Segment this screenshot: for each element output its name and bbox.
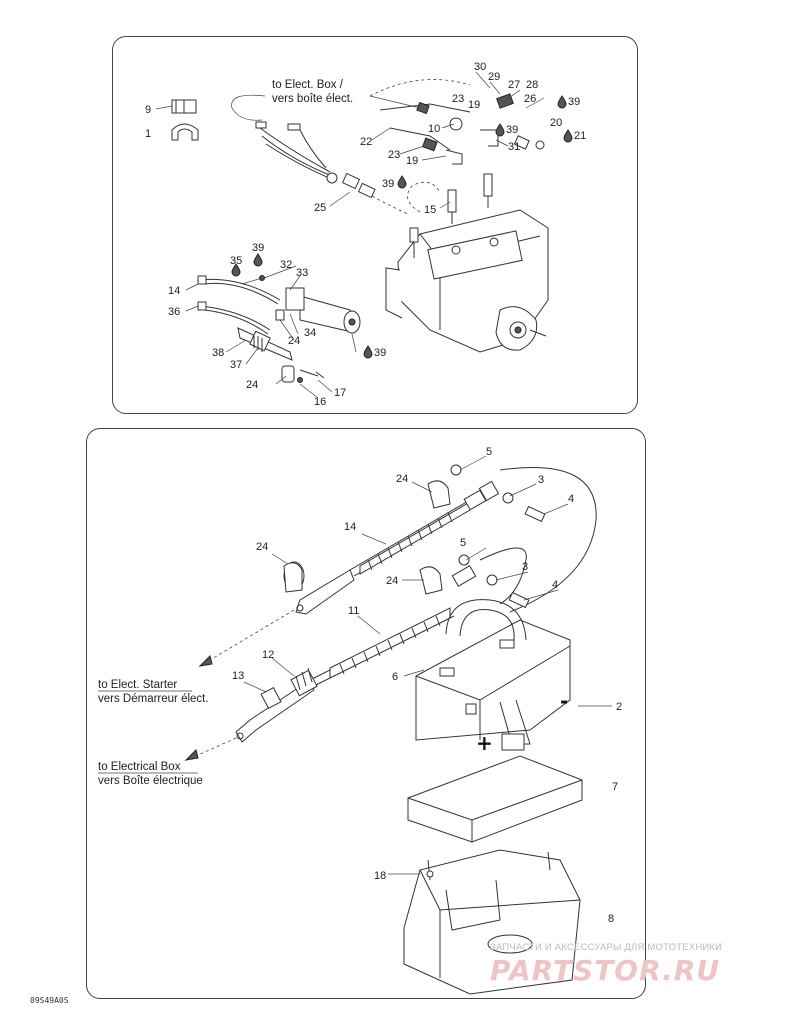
callout-22: 22 [360, 136, 372, 148]
spark-plugs [447, 173, 493, 224]
cable-14 [283, 464, 597, 615]
callout-35: 35 [230, 255, 242, 267]
callout-31: 31 [508, 141, 520, 153]
leaders-top [155, 71, 545, 399]
callout-3-a: 3 [538, 474, 544, 486]
leaders-bottom [243, 455, 612, 875]
boot-24 [283, 562, 303, 593]
reference-code: 09S49A0S [30, 996, 69, 1005]
callout-16: 16 [314, 396, 326, 408]
callout-29: 29 [488, 71, 500, 83]
callout-3-b: 3 [522, 561, 528, 573]
callout-9: 9 [145, 104, 151, 116]
watermark-logo: PARTSTOR.RU [490, 954, 721, 987]
callout-27: 27 [508, 79, 520, 91]
callout-24-top-a: 24 [288, 335, 300, 347]
callout-39-c: 39 [382, 178, 394, 190]
battery-box-8 [403, 849, 581, 995]
route-dash-top [407, 181, 441, 213]
callout-24-bottom-a: 24 [396, 473, 408, 485]
harness-leader [231, 94, 266, 121]
note-to-electrical-box-en: to Electrical Box [98, 761, 181, 773]
wiring-harness [255, 121, 409, 215]
callout-24-top-b: 24 [246, 379, 258, 391]
callout-4-a: 4 [568, 493, 574, 505]
callout-4-b: 4 [552, 579, 558, 591]
negative-terminal-sign: - [560, 689, 568, 713]
callout-21: 21 [574, 130, 586, 142]
note-to-elect-box-fr: vers boîte élect. [272, 93, 353, 105]
callout-39-d: 39 [252, 242, 264, 254]
note-to-elect-starter-fr: vers Démarreur élect. [98, 693, 209, 705]
callout-17: 17 [334, 387, 346, 399]
note-to-elect-box-en: to Elect. Box / [272, 79, 344, 91]
note-to-elect-starter-en: to Elect. Starter [98, 679, 177, 691]
callout-7: 7 [612, 781, 618, 793]
harness-dash-1 [369, 79, 471, 97]
callout-8: 8 [608, 913, 614, 925]
callout-37: 37 [230, 359, 242, 371]
callout-10: 10 [428, 123, 440, 135]
callout-39-e: 39 [374, 347, 386, 359]
callout-14-bottom: 14 [344, 521, 356, 533]
callout-12: 12 [262, 649, 274, 661]
direction-arrows [184, 609, 295, 761]
callout-24-bottom-c: 24 [386, 575, 398, 587]
callout-32: 32 [280, 259, 292, 271]
panel-engine-assembly [112, 36, 638, 414]
callout-39-b: 39 [506, 124, 518, 136]
callout-13: 13 [232, 670, 244, 682]
positive-terminal-sign: + [476, 731, 493, 755]
callout-14-top: 14 [168, 285, 180, 297]
starter-assembly [197, 275, 361, 383]
callout-20: 20 [550, 117, 562, 129]
callout-19-b: 19 [406, 155, 418, 167]
callout-19-a: 19 [468, 99, 480, 111]
callout-38: 38 [212, 347, 224, 359]
callout-28: 28 [526, 79, 538, 91]
callout-30: 30 [474, 61, 486, 73]
callout-26: 26 [524, 93, 536, 105]
callout-1: 1 [145, 128, 151, 140]
callout-18: 18 [374, 870, 386, 882]
note-to-electrical-box-fr: vers Boîte électrique [98, 775, 203, 787]
callout-34: 34 [304, 327, 316, 339]
callout-15: 15 [424, 204, 436, 216]
engine-block [385, 209, 549, 353]
battery-pad-7 [407, 755, 583, 843]
cable-11 [235, 547, 530, 743]
spark-plug-wires [379, 93, 545, 165]
battery [415, 599, 571, 751]
callout-5-a: 5 [486, 446, 492, 458]
callout-24-bottom-b: 24 [256, 541, 268, 553]
callout-6: 6 [392, 671, 398, 683]
callout-33: 33 [296, 267, 308, 279]
part-clamp-1 [171, 123, 199, 141]
callout-23-b: 23 [388, 149, 400, 161]
callout-25: 25 [314, 202, 326, 214]
part-clip-9 [171, 99, 197, 114]
callout-11: 11 [348, 605, 359, 617]
callout-36: 36 [168, 306, 180, 318]
lubricant-drop-icons-top [231, 95, 573, 359]
callout-2: 2 [616, 701, 622, 713]
watermark-text: ЗАПЧАСТИ И АКСЕССУАРЫ ДЛЯ МОТОТЕХНИКИ [490, 942, 723, 953]
callout-5-b: 5 [460, 537, 466, 549]
callout-39-a: 39 [568, 96, 580, 108]
callout-23-a: 23 [452, 93, 464, 105]
